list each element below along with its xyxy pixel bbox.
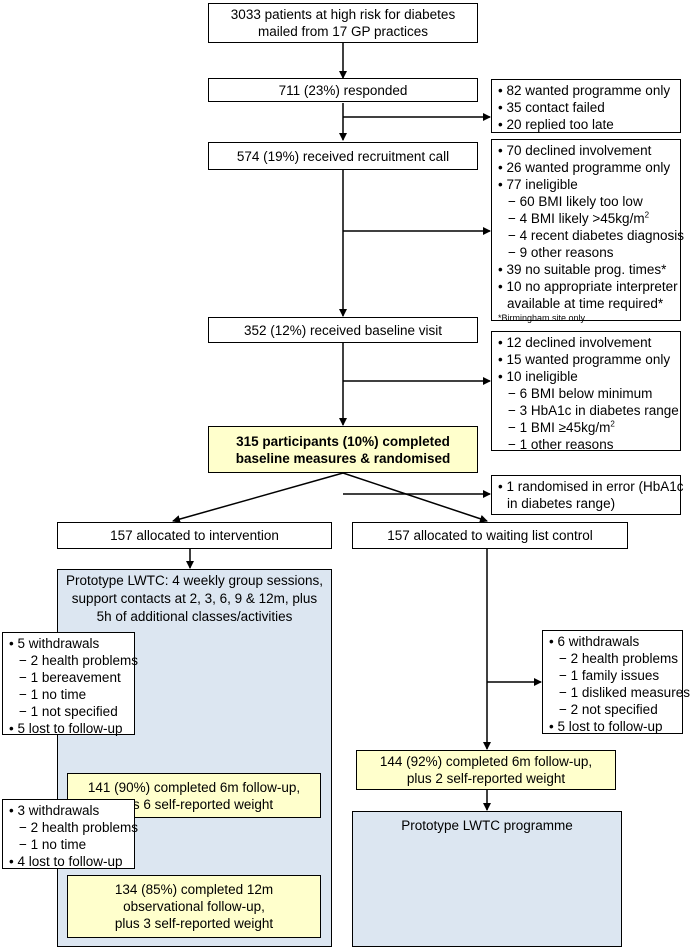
exclusion-item: 10 ineligible xyxy=(498,368,674,385)
exclusion-item: 39 no suitable prog. times* xyxy=(498,261,674,278)
mailed-line: mailed from 17 GP practices xyxy=(257,24,429,39)
loss-subitem: 2 health problems xyxy=(9,819,138,836)
exclusion-subitem: 4 BMI likely >45kg/m2 xyxy=(498,210,674,227)
intervention-description-line: 5h of additional classes/activities xyxy=(96,609,293,624)
control-programme-panel xyxy=(352,811,622,947)
intervention-description-line: Prototype LWTC: 4 weekly group sessions, xyxy=(65,573,324,588)
exclusion-subitem: 60 BMI likely too low xyxy=(498,193,674,210)
exclusion-item: 70 declined involvement xyxy=(498,142,674,159)
exclusion-item: 20 replied too late xyxy=(498,116,674,133)
control-programme-label: Prototype LWTC programme xyxy=(401,818,573,833)
exclusion-item-continued: in diabetes range) xyxy=(507,496,616,511)
loss-subitem: 1 disliked measures xyxy=(549,684,690,701)
exclusion-item: 10 no appropriate interpreter xyxy=(498,278,677,295)
intervention-12m-line: observational follow-up, xyxy=(123,899,265,914)
intervention-6m-line: 141 (90%) completed 6m follow-up, xyxy=(87,779,301,795)
exclusion-item-continued: available at time required* xyxy=(507,296,664,311)
responded-exclusions-box: 82 wanted programme only 35 contact fail… xyxy=(491,79,681,133)
loss-item: 4 lost to follow-up xyxy=(9,853,128,870)
intervention-allocation-label: 157 allocated to intervention xyxy=(110,528,279,543)
intervention-12m-line: plus 3 self-reported weight xyxy=(114,916,274,931)
responded-box: 711 (23%) responded xyxy=(208,78,478,102)
loss-item: 6 withdrawals xyxy=(549,633,676,650)
loss-subitem: 1 no time xyxy=(9,686,128,703)
call-exclusions-box: 70 declined involvement 26 wanted progra… xyxy=(491,139,684,323)
control-6m-loss-box: 6 withdrawals 2 health problems 1 family… xyxy=(542,630,690,735)
loss-subitem: 1 not specified xyxy=(9,703,128,720)
loss-subitem: 2 health problems xyxy=(9,652,138,669)
intervention-description-line: support contacts at 2, 3, 6, 9 & 12m, pl… xyxy=(71,591,318,606)
intervention-12m-box: 134 (85%) completed 12m observational fo… xyxy=(67,875,321,938)
randomised-line: 315 participants (10%) completed xyxy=(236,433,450,449)
loss-item: 5 lost to follow-up xyxy=(549,718,676,735)
intervention-12m-line: 134 (85%) completed 12m xyxy=(114,882,274,897)
intervention-allocation-box: 157 allocated to intervention xyxy=(57,522,332,549)
loss-item: 5 lost to follow-up xyxy=(9,720,128,737)
recruitment-call-box: 574 (19%) received recruitment call xyxy=(208,142,478,170)
exclusion-subitem: 1 other reasons xyxy=(498,436,674,453)
exclusion-subitem: 6 BMI below minimum xyxy=(498,385,674,402)
randomised-box: 315 participants (10%) completed baselin… xyxy=(208,426,478,473)
intervention-12m-loss-box: 3 withdrawals 2 health problems 1 no tim… xyxy=(2,799,138,870)
exclusion-item: 35 contact failed xyxy=(498,99,674,116)
loss-subitem: 1 family issues xyxy=(549,667,676,684)
control-6m-line: 144 (92%) completed 6m follow-up, xyxy=(379,754,593,769)
exclusion-subitem: 9 other reasons xyxy=(498,244,674,261)
exclusion-subitem: 3 HbA1c in diabetes range xyxy=(498,402,679,419)
control-allocation-box: 157 allocated to waiting list control xyxy=(352,522,628,549)
exclusion-subitem: 4 recent diabetes diagnosis xyxy=(498,227,684,244)
mailed-line: 3033 patients at high risk for diabetes xyxy=(230,7,456,22)
randomised-line: baseline measures & randomised xyxy=(235,450,451,466)
exclusion-subitem-text: 1 BMI ≥45kg/m xyxy=(519,420,611,435)
exclusion-item: 77 ineligible xyxy=(498,176,674,193)
superscript: 2 xyxy=(644,210,650,220)
intervention-6m-line: plus 6 self-reported weight xyxy=(114,796,274,812)
intervention-description: Prototype LWTC: 4 weekly group sessions,… xyxy=(57,572,332,626)
arrow-to-intervention xyxy=(172,472,344,523)
loss-subitem: 2 not specified xyxy=(549,701,676,718)
exclusion-item: 15 wanted programme only xyxy=(498,351,674,368)
loss-item: 5 withdrawals xyxy=(9,635,128,652)
exclusion-item: 1 randomised in error (HbA1c xyxy=(498,478,683,495)
intervention-6m-loss-box: 5 withdrawals 2 health problems 1 bereav… xyxy=(2,632,138,737)
exclusion-item: 26 wanted programme only xyxy=(498,159,674,176)
loss-item: 3 withdrawals xyxy=(9,802,128,819)
exclusion-item: 82 wanted programme only xyxy=(498,82,674,99)
superscript: 2 xyxy=(610,419,615,429)
exclusion-item: 12 declined involvement xyxy=(498,334,674,351)
baseline-visit-label: 352 (12%) received baseline visit xyxy=(243,322,443,338)
exclusion-subitem: 1 BMI ≥45kg/m2 xyxy=(498,419,674,436)
randomised-error-box: 1 randomised in error (HbA1c in diabetes… xyxy=(491,475,684,515)
loss-subitem: 1 bereavement xyxy=(9,669,128,686)
baseline-visit-box: 352 (12%) received baseline visit xyxy=(208,317,478,343)
site-footnote: *Birmingham site only xyxy=(498,313,586,323)
mailed-box: 3033 patients at high risk for diabetes … xyxy=(208,3,478,43)
baseline-exclusions-box: 12 declined involvement 15 wanted progra… xyxy=(491,331,681,453)
responded-label: 711 (23%) responded xyxy=(278,82,408,98)
exclusion-subitem-text: 4 BMI likely >45kg/m xyxy=(519,211,645,226)
control-6m-box: 144 (92%) completed 6m follow-up, plus 2… xyxy=(356,750,616,790)
arrow-to-control xyxy=(342,472,488,523)
control-6m-line: plus 2 self-reported weight xyxy=(406,771,566,786)
loss-subitem: 1 no time xyxy=(9,836,128,853)
control-allocation-label: 157 allocated to waiting list control xyxy=(387,528,593,543)
recruitment-call-label: 574 (19%) received recruitment call xyxy=(236,148,450,164)
loss-subitem: 2 health problems xyxy=(549,650,678,667)
